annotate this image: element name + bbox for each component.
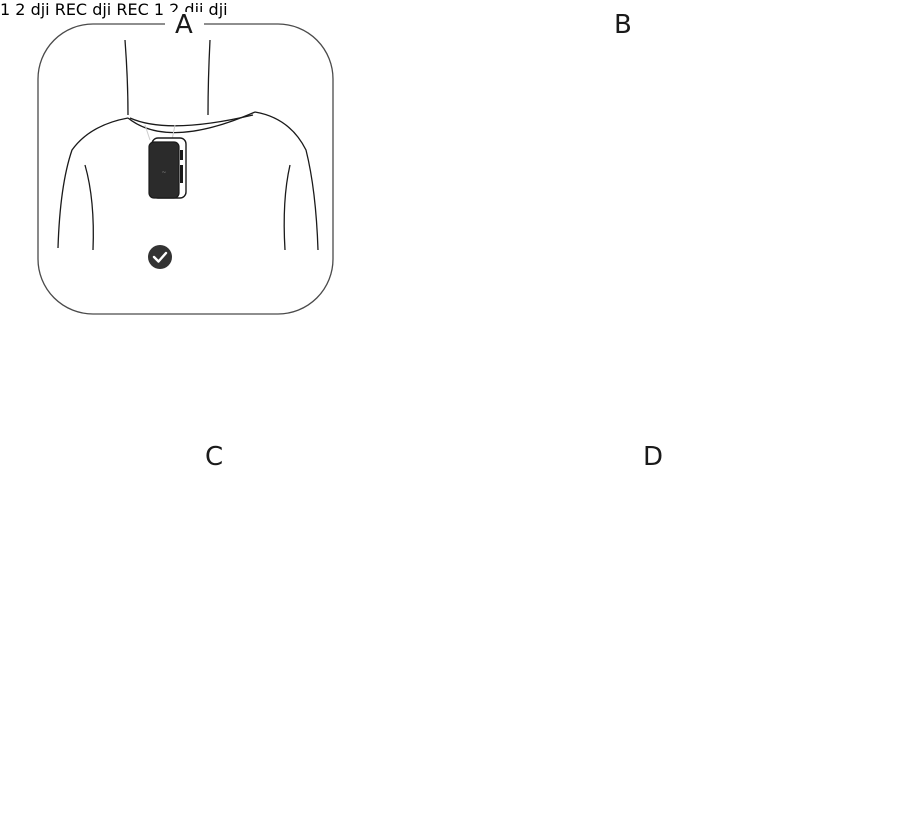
panel-b-label: B <box>604 12 643 38</box>
panel-b-step1-arrow: 1 <box>0 0 15 19</box>
panel-d-step1-arrow: 1 <box>154 0 169 19</box>
panel-d-chevron-right-icon: dji <box>209 0 228 19</box>
panel-a-check-icon <box>148 245 172 269</box>
panel-c-logo-left: dji <box>30 0 50 19</box>
panel-d-rotate-arrow-icon: 2 <box>169 0 184 19</box>
panel-a-mic-device: ~ <box>148 137 187 199</box>
panel-a: ~ <box>37 23 334 315</box>
panel-d-mic-device-right: dji <box>209 0 228 19</box>
panel-c-rec-label-left: REC <box>54 0 88 19</box>
panel-a-torso <box>57 39 319 251</box>
panel-d-logo-right: dji <box>208 0 228 19</box>
panel-c-frame: dji REC dji REC <box>31 0 154 19</box>
panel-c: dji REC dji REC <box>31 0 154 19</box>
panel-b: 1 2 <box>0 0 31 19</box>
panel-d-step2-number: 2 <box>169 0 180 19</box>
panel-c-rec-label-right: REC <box>116 0 149 19</box>
panel-b-step2-number: 2 <box>15 0 26 19</box>
panel-c-mic-device-left: dji REC <box>31 0 93 19</box>
panel-c-mic-device-right: dji REC <box>92 0 154 19</box>
panel-c-logo-right: dji <box>92 0 112 19</box>
panel-b-frame: 1 2 <box>0 0 31 19</box>
panel-d-step1-number: 1 <box>153 0 165 19</box>
svg-text:~: ~ <box>161 169 166 176</box>
panel-c-chevron-right-icon: dji REC <box>92 0 154 19</box>
section-divider: dji REC dji REC <box>31 0 675 470</box>
panel-a-label: A <box>165 12 204 38</box>
panel-c-label: C <box>195 444 235 470</box>
panel-b-step2-arrow: 2 <box>15 0 30 19</box>
panel-b-step1-number: 1 <box>0 0 11 19</box>
panel-d-label: D <box>633 444 675 470</box>
